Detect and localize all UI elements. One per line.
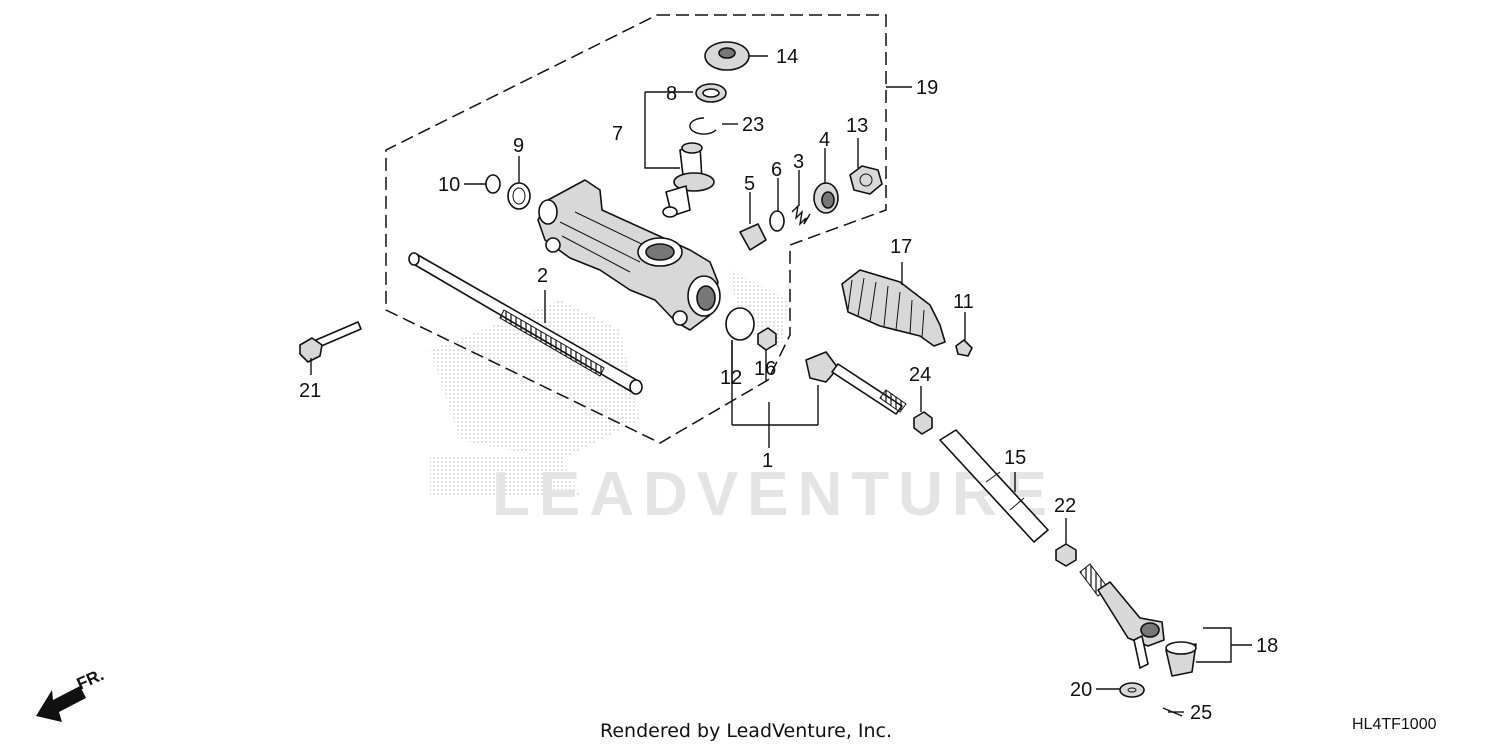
callout-9: 9 [513,135,524,157]
callout-23: 23 [742,114,764,136]
callout-6: 6 [771,159,782,181]
callout-labels: 1 2 3 4 5 6 7 8 9 10 11 12 13 14 15 16 1… [299,46,1278,724]
callout-1: 1 [762,450,773,472]
part-spring [791,203,811,227]
part-boot-band [725,307,755,341]
front-direction-arrow: FR. [36,665,107,722]
part-nut-16 [757,327,777,351]
part-bushing [507,182,531,210]
diagram-code: HL4TF1000 [1352,716,1437,733]
callout-11: 11 [953,291,974,313]
watermark-text: LEADVENTURE [492,460,1056,529]
callout-21: 21 [299,380,321,402]
part-inner-tie-rod [805,351,907,415]
callout-2: 2 [537,265,548,287]
part-boot-clip [955,339,973,357]
callout-19: 19 [916,77,938,99]
part-locknut [849,165,883,195]
direction-label: FR. [74,665,107,693]
part-o-ring-10 [485,174,501,194]
part-o-ring-6 [769,210,785,232]
part-tie-rod [939,429,1049,543]
callout-13: 13 [846,115,868,137]
callout-7: 7 [612,123,623,145]
part-adjusting-screw [813,182,839,214]
callout-17: 17 [890,236,912,258]
part-dust-seal [704,41,750,71]
part-seal [695,83,727,103]
part-nut-22 [1055,543,1077,567]
part-boot [841,269,946,347]
callout-25: 25 [1190,702,1212,724]
part-rack-guide [739,223,767,251]
callout-18: 18 [1256,635,1278,657]
arrow-icon [36,686,86,722]
part-bolt [299,321,362,363]
part-tie-rod-end [1079,563,1197,677]
part-pinion-shaft [662,142,715,218]
assembly-boundary [385,14,887,444]
callout-14: 14 [776,46,798,68]
callout-8: 8 [666,83,677,105]
callout-5: 5 [744,173,755,195]
part-gearbox-housing [537,179,721,331]
part-steering-rack [408,252,643,395]
part-washer [1119,682,1145,698]
callout-10: 10 [438,174,460,196]
callout-15: 15 [1004,447,1026,469]
callout-20: 20 [1070,679,1092,701]
watermark: LEADVENTURE [430,270,1056,529]
callout-24: 24 [909,364,931,386]
callout-22: 22 [1054,495,1076,517]
part-circlip [689,117,717,135]
callout-16: 16 [754,358,776,380]
callout-3: 3 [793,151,804,173]
callout-12: 12 [720,367,742,389]
callout-4: 4 [819,129,830,151]
leader-lines [310,55,1252,713]
part-nut-24 [913,411,933,435]
rendered-by-footer: Rendered by LeadVenture, Inc. [600,720,892,742]
